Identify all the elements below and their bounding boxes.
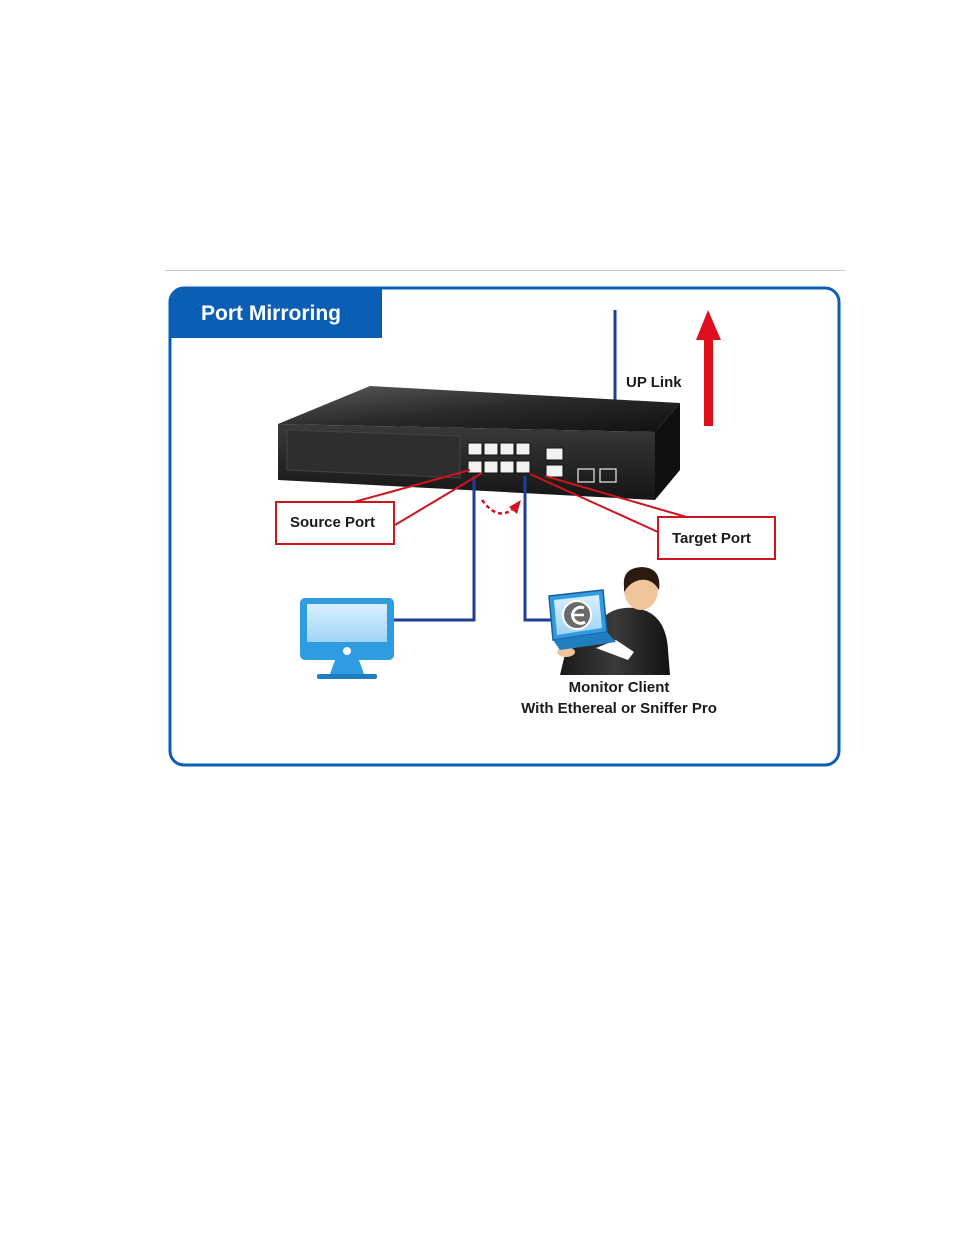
- network-switch: [278, 386, 680, 500]
- target-port-label: Target Port: [672, 530, 751, 547]
- ethereal-logo-icon: [563, 601, 591, 629]
- monitor-client-sublabel: With Ethereal or Sniffer Pro: [521, 700, 717, 717]
- diagram-title: Port Mirroring: [201, 302, 341, 325]
- source-port-label: Source Port: [290, 514, 375, 531]
- uplink-label: UP Link: [626, 374, 682, 391]
- monitor-client-label: Monitor Client: [569, 679, 670, 696]
